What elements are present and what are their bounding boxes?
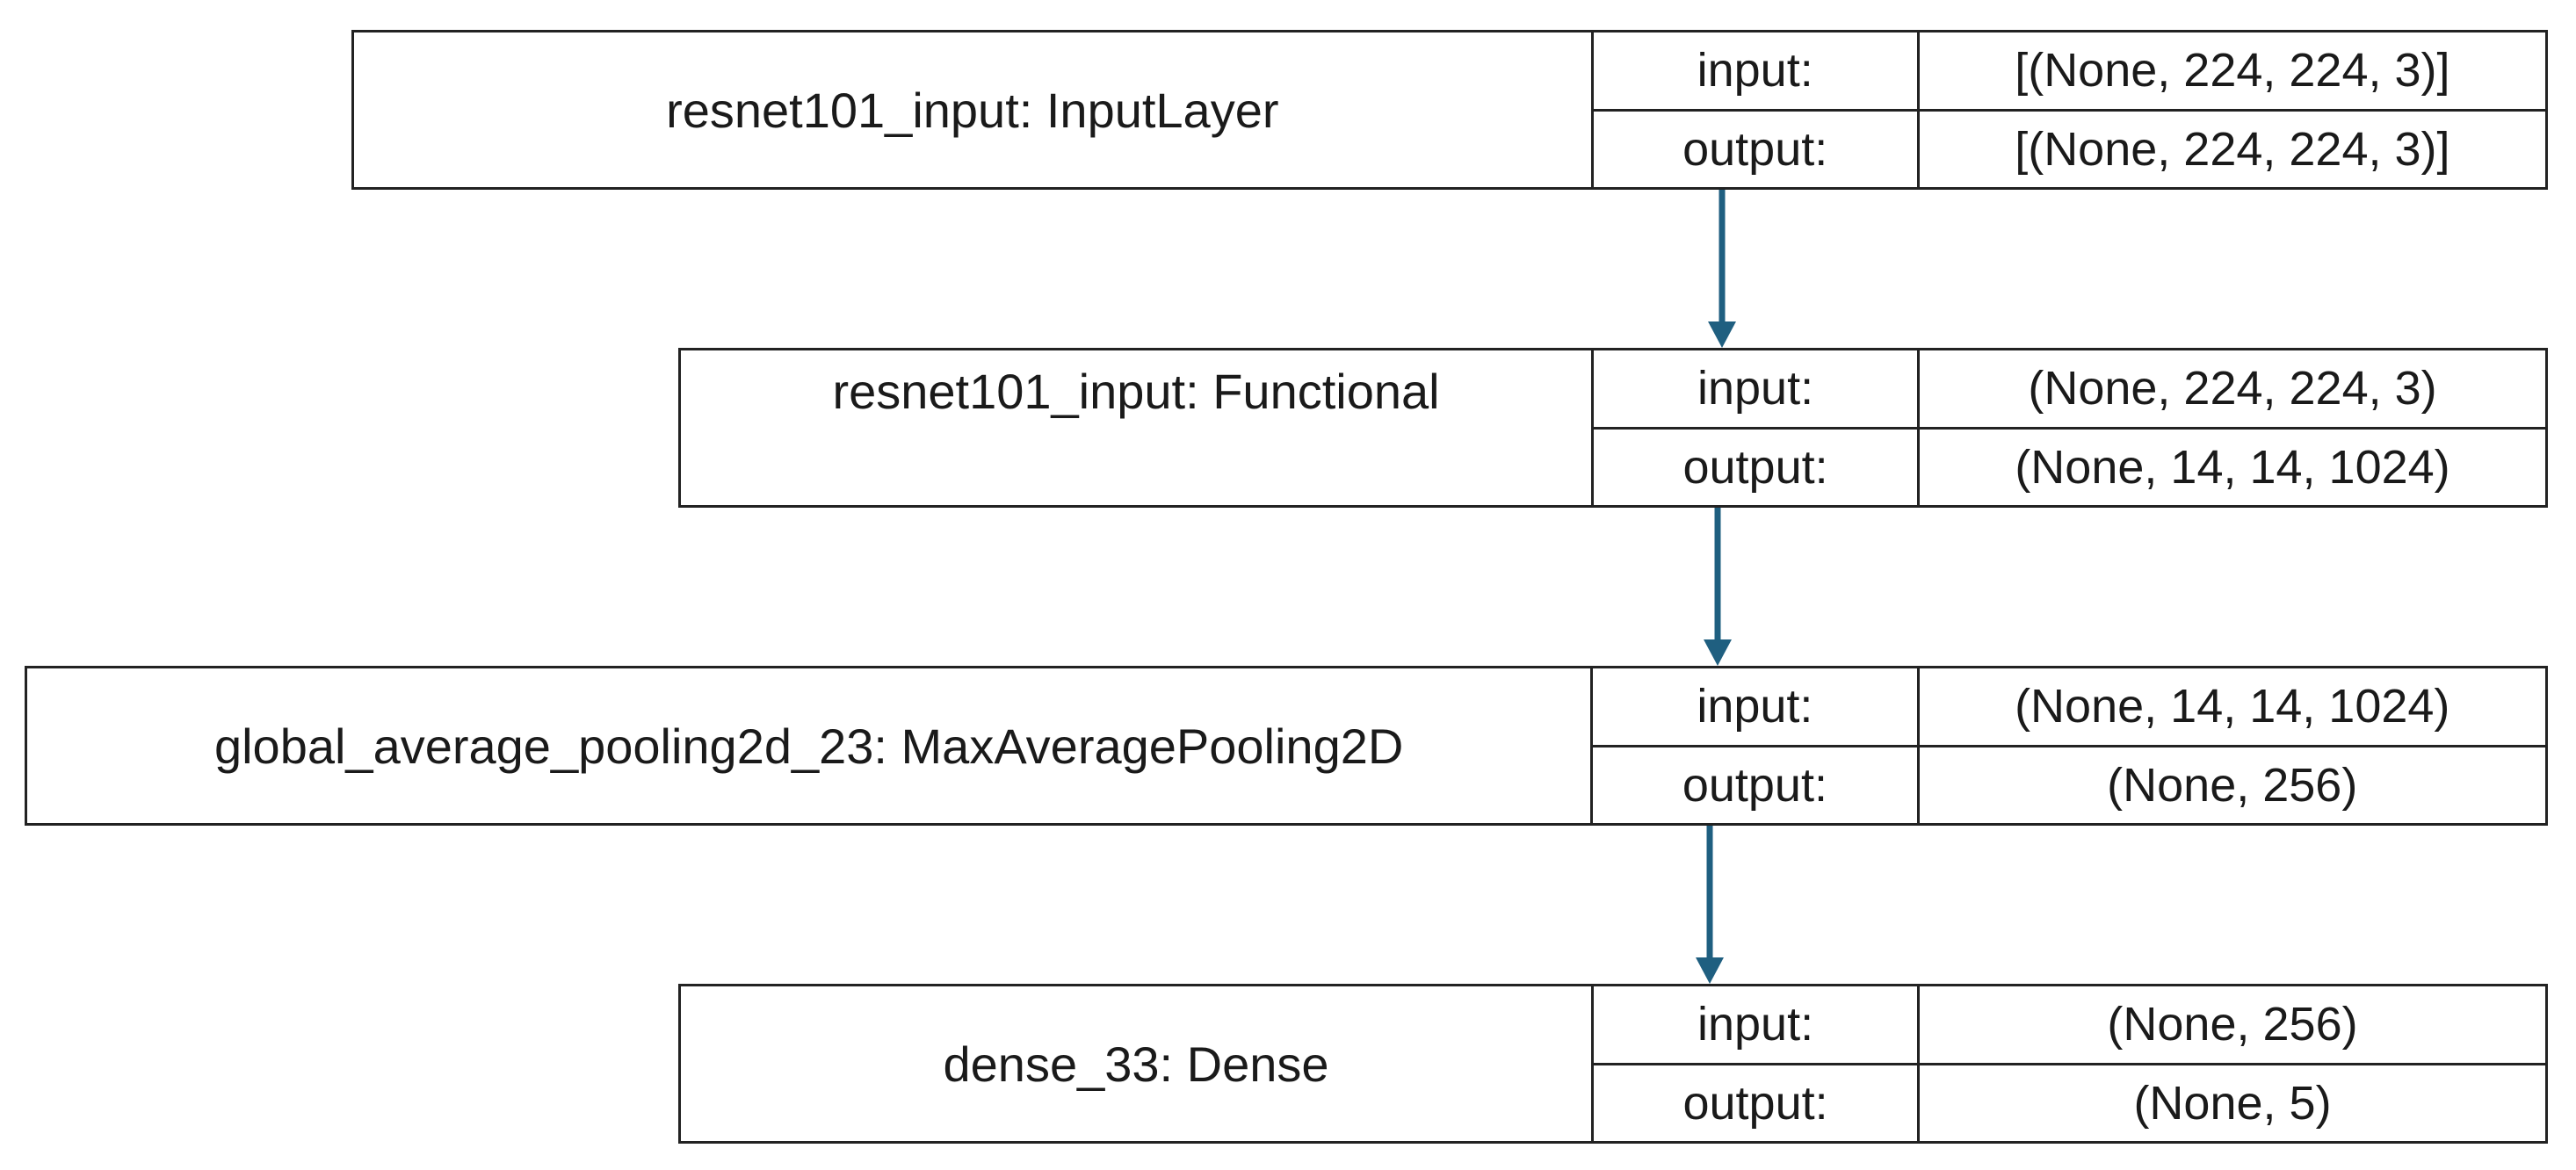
input-label: input: xyxy=(1697,680,1813,733)
output-shape: (None, 5) xyxy=(1920,1062,2545,1142)
io-label-column: input: output: xyxy=(1590,32,1917,188)
arrow-3 xyxy=(1696,826,1724,984)
input-shape: (None, 256) xyxy=(2107,998,2358,1051)
io-value-column: [(None, 224, 224, 3)] [(None, 224, 224, … xyxy=(1916,32,2545,188)
output-shape: (None, 14, 14, 1024) xyxy=(1920,426,2545,506)
layer-box-functional: resnet101_input: Functional input: outpu… xyxy=(678,348,2548,508)
io-value-column: (None, 224, 224, 3) (None, 14, 14, 1024) xyxy=(1917,350,2545,505)
io-label-column: input: output: xyxy=(1591,350,1918,506)
layer-box-pooling: global_average_pooling2d_23: MaxAverageP… xyxy=(25,666,2548,826)
io-label-column: input: output: xyxy=(1591,986,1918,1142)
input-shape: [(None, 224, 224, 3)] xyxy=(2015,44,2450,98)
arrow-1 xyxy=(1708,190,1736,348)
layer-name: resnet101_input: InputLayer xyxy=(666,82,1279,138)
layer-name: dense_33: Dense xyxy=(943,1036,1329,1092)
arrow-2 xyxy=(1704,508,1732,666)
layer-name: global_average_pooling2d_23: MaxAverageP… xyxy=(213,718,1404,774)
layer-box-dense: dense_33: Dense input: output: (None, 25… xyxy=(678,984,2548,1144)
layer-box-input: resnet101_input: InputLayer input: outpu… xyxy=(351,30,2548,190)
layer-name: resnet101_input: Functional xyxy=(832,364,1440,419)
output-shape: [(None, 224, 224, 3)] xyxy=(1919,108,2545,188)
output-label: output: xyxy=(1593,744,1917,824)
io-value-column: (None, 14, 14, 1024) (None, 256) xyxy=(1916,668,2545,824)
input-label: input: xyxy=(1697,44,1813,98)
input-shape: (None, 224, 224, 3) xyxy=(2028,362,2437,415)
io-value-column: (None, 256) (None, 5) xyxy=(1917,986,2545,1141)
output-label: output: xyxy=(1594,426,1918,506)
output-label: output: xyxy=(1594,1062,1918,1142)
input-label: input: xyxy=(1697,362,1814,415)
input-shape: (None, 14, 14, 1024) xyxy=(2015,680,2450,733)
output-label: output: xyxy=(1593,108,1917,188)
io-label-column: input: output: xyxy=(1590,668,1917,824)
input-label: input: xyxy=(1697,998,1814,1051)
output-shape: (None, 256) xyxy=(1919,744,2545,824)
